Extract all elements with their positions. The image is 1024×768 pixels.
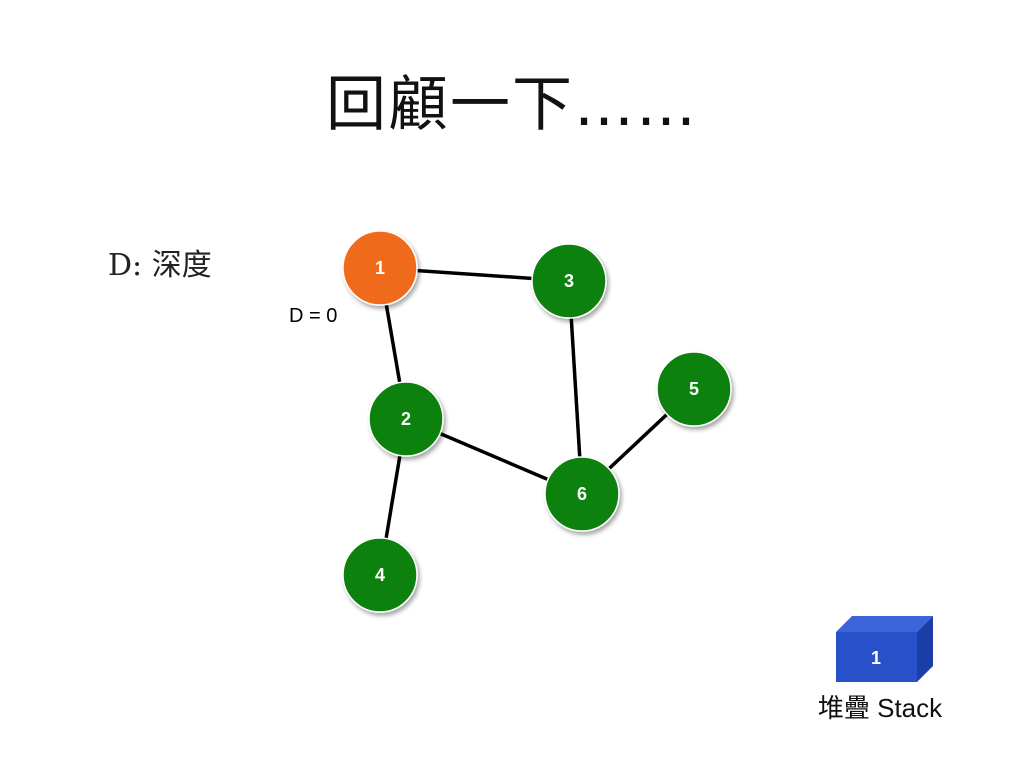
stack-item-label: 1 bbox=[871, 648, 881, 668]
node-label-5: 5 bbox=[689, 379, 699, 399]
node-2: 2 bbox=[368, 381, 444, 457]
node-circle-6 bbox=[544, 456, 620, 532]
node-label-3: 3 bbox=[564, 271, 574, 291]
node-3: 3 bbox=[531, 243, 607, 319]
stack-block: 1 bbox=[836, 616, 933, 682]
node-label-4: 4 bbox=[375, 565, 385, 585]
nodes-layer: 1 2 3 4 5 6 bbox=[342, 230, 732, 613]
stack-block-front bbox=[836, 632, 917, 682]
node-5: 5 bbox=[656, 351, 732, 427]
node-circle-3 bbox=[531, 243, 607, 319]
node-circle-1 bbox=[342, 230, 418, 306]
node-label-2: 2 bbox=[401, 409, 411, 429]
depth-label: D = 0 bbox=[289, 305, 338, 327]
stack-block-top bbox=[836, 616, 933, 632]
node-label-6: 6 bbox=[577, 484, 587, 504]
node-6: 6 bbox=[544, 456, 620, 532]
node-label-1: 1 bbox=[375, 258, 385, 278]
stack-block-side bbox=[917, 616, 933, 682]
node-4: 4 bbox=[342, 537, 418, 613]
node-circle-5 bbox=[656, 351, 732, 427]
node-circle-2 bbox=[368, 381, 444, 457]
node-circle-4 bbox=[342, 537, 418, 613]
stack-caption: 堆疊 Stack bbox=[817, 693, 943, 723]
page-title: 回顧一下…… bbox=[326, 70, 698, 140]
node-1: 1 bbox=[342, 230, 418, 306]
legend-text: D: 深度 bbox=[108, 248, 212, 283]
